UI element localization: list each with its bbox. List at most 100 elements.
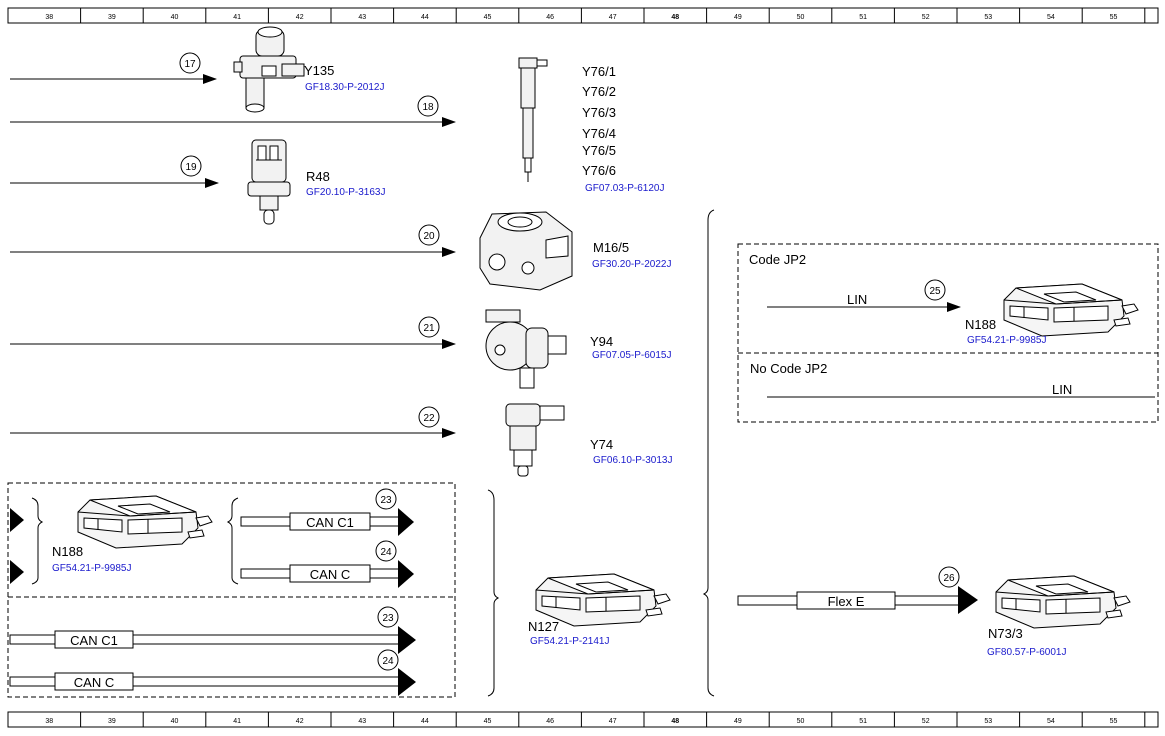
marker-24-upper: 24 xyxy=(375,540,397,562)
y74-valve-icon xyxy=(505,403,565,477)
svg-text:CAN C1: CAN C1 xyxy=(70,633,118,648)
r48-ref-link[interactable]: GF20.10-P-3163J xyxy=(306,187,386,198)
svg-text:21: 21 xyxy=(423,323,435,334)
svg-text:CAN C: CAN C xyxy=(310,567,350,582)
ruler-number: 44 xyxy=(421,718,429,725)
y74-label: Y74 xyxy=(590,437,613,452)
y76-injector-icon xyxy=(518,57,548,182)
n127-ref-link[interactable]: GF54.21-P-2141J xyxy=(530,636,610,647)
lin-bus-label-a: LIN xyxy=(847,292,867,307)
n188-left-ref-link[interactable]: GF54.21-P-9985J xyxy=(52,563,132,574)
n73-3-ref-link[interactable]: GF80.57-P-6001J xyxy=(987,647,1067,658)
marker-17: 17 xyxy=(179,52,201,74)
n188-right-ecu-icon xyxy=(1003,283,1139,337)
ruler-number: 51 xyxy=(859,14,867,21)
marker-18: 18 xyxy=(417,95,439,117)
ruler-number: 41 xyxy=(233,14,241,21)
y94-ref-link[interactable]: GF07.05-P-6015J xyxy=(592,350,672,361)
marker-21: 21 xyxy=(418,316,440,338)
svg-text:Flex E: Flex E xyxy=(828,594,865,609)
marker-26: 26 xyxy=(938,566,960,588)
svg-text:19: 19 xyxy=(185,162,197,173)
ruler-number: 50 xyxy=(797,718,805,725)
y76-4-label: Y76/4 xyxy=(582,126,616,141)
marker-22: 22 xyxy=(418,406,440,428)
n188-right-ref-link[interactable]: GF54.21-P-9985J xyxy=(967,335,1047,346)
ruler-number: 50 xyxy=(797,14,805,21)
svg-text:20: 20 xyxy=(423,231,435,242)
ruler-number: 46 xyxy=(546,14,554,21)
bus-can-c-upper: CAN C xyxy=(240,560,414,588)
ruler-number: 39 xyxy=(108,718,116,725)
marker-25: 25 xyxy=(924,279,946,301)
bus-can-c1-upper: CAN C1 xyxy=(240,508,414,536)
ruler-number: 43 xyxy=(358,14,366,21)
ruler-number: 54 xyxy=(1047,14,1055,21)
y76-2-label: Y76/2 xyxy=(582,84,616,99)
ruler-number: 38 xyxy=(45,718,53,725)
bus-can-c-lower: CAN C xyxy=(9,668,416,696)
y94-label: Y94 xyxy=(590,334,613,349)
left-input-arrows xyxy=(10,508,24,584)
brackets xyxy=(31,209,715,697)
y76-5-label: Y76/5 xyxy=(582,143,616,158)
n127-label: N127 xyxy=(528,619,559,634)
ruler-number: 45 xyxy=(484,14,492,21)
ruler-number: 41 xyxy=(233,718,241,725)
y135-ref-link[interactable]: GF18.30-P-2012J xyxy=(305,82,385,93)
ruler-number: 46 xyxy=(546,718,554,725)
ruler-number: 51 xyxy=(859,718,867,725)
ruler-number: 47 xyxy=(609,718,617,725)
svg-text:22: 22 xyxy=(423,413,435,424)
y76-3-label: Y76/3 xyxy=(582,105,616,120)
n188-right-label: N188 xyxy=(965,317,996,332)
svg-text:23: 23 xyxy=(382,613,394,624)
marker-23-lower: 23 xyxy=(377,606,399,628)
marker-20: 20 xyxy=(418,224,440,246)
svg-text:23: 23 xyxy=(380,495,392,506)
ruler-number: 47 xyxy=(609,14,617,21)
ruler-number: 52 xyxy=(922,14,930,21)
r48-sensor-icon xyxy=(247,139,291,225)
y76-ref-link[interactable]: GF07.03-P-6120J xyxy=(585,183,665,194)
no-code-jp2-label: No Code JP2 xyxy=(750,361,827,376)
svg-text:17: 17 xyxy=(184,59,196,70)
marker-23-upper: 23 xyxy=(375,488,397,510)
ruler-number: 53 xyxy=(984,14,992,21)
n73-3-ecu-icon xyxy=(995,575,1131,629)
m16-5-actuator-icon xyxy=(479,211,573,291)
marker-24-lower: 24 xyxy=(377,649,399,671)
n188-left-ecu-icon xyxy=(77,495,213,549)
y74-ref-link[interactable]: GF06.10-P-3013J xyxy=(593,455,673,466)
code-jp2-label: Code JP2 xyxy=(749,252,806,267)
ruler-number: 45 xyxy=(484,718,492,725)
y76-6-label: Y76/6 xyxy=(582,163,616,178)
y135-label: Y135 xyxy=(304,63,334,78)
m16-5-label: M16/5 xyxy=(593,240,629,255)
y76-1-label: Y76/1 xyxy=(582,64,616,79)
ruler-number: 39 xyxy=(108,14,116,21)
ruler-number: 40 xyxy=(171,14,179,21)
svg-text:CAN C1: CAN C1 xyxy=(306,515,354,530)
y94-valve-icon xyxy=(485,309,567,389)
svg-text:CAN C: CAN C xyxy=(74,675,114,690)
ruler-number: 42 xyxy=(296,718,304,725)
n188-left-label: N188 xyxy=(52,544,83,559)
svg-text:25: 25 xyxy=(929,286,941,297)
ruler-number: 49 xyxy=(734,718,742,725)
ruler-number: 54 xyxy=(1047,718,1055,725)
r48-label: R48 xyxy=(306,169,330,184)
ruler-number: 44 xyxy=(421,14,429,21)
ruler-number: 40 xyxy=(171,718,179,725)
svg-text:26: 26 xyxy=(943,573,955,584)
m16-5-ref-link[interactable]: GF30.20-P-2022J xyxy=(592,259,672,270)
ruler-number: 42 xyxy=(296,14,304,21)
ruler-number: 48 xyxy=(671,718,679,725)
ruler-number: 43 xyxy=(358,718,366,725)
y135-valve-icon xyxy=(233,26,305,113)
marker-19: 19 xyxy=(180,155,202,177)
